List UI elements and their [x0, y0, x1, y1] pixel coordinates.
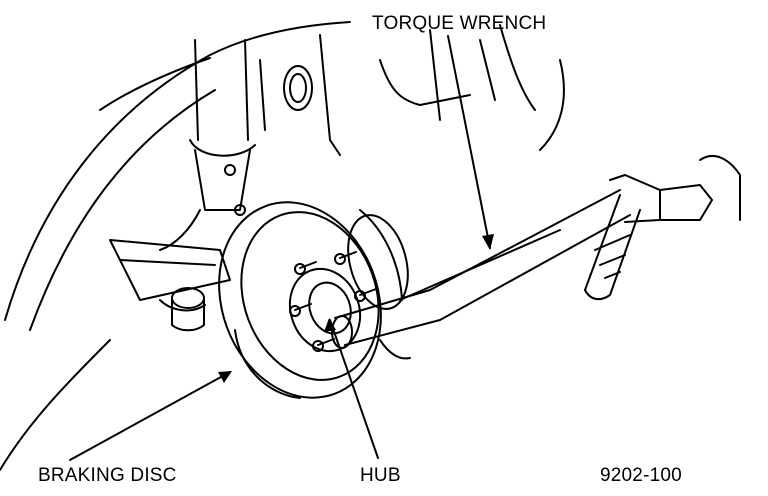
leader-lines — [70, 36, 490, 460]
control-arm — [110, 240, 230, 330]
torque-wrench-label: TORQUE WRENCH — [372, 13, 547, 34]
hub-label: HUB — [360, 465, 401, 486]
torque-wrench-leader — [448, 36, 490, 248]
body-structure — [260, 25, 564, 155]
hub-leader — [330, 320, 378, 458]
braking-disc — [193, 179, 418, 420]
fender-panel — [0, 22, 350, 470]
wheel-studs — [290, 252, 376, 351]
braking-disc-label: BRAKING DISC — [38, 465, 177, 486]
strut-column — [160, 40, 255, 250]
torque-wrench — [332, 156, 740, 358]
torque-wrench-arrowhead — [482, 234, 494, 250]
hub-arrowhead — [324, 318, 336, 332]
hub — [279, 252, 376, 361]
braking-disc-leader — [70, 372, 230, 460]
braking-disc-arrowhead — [218, 371, 232, 383]
figure-number: 9202-100 — [600, 465, 682, 486]
